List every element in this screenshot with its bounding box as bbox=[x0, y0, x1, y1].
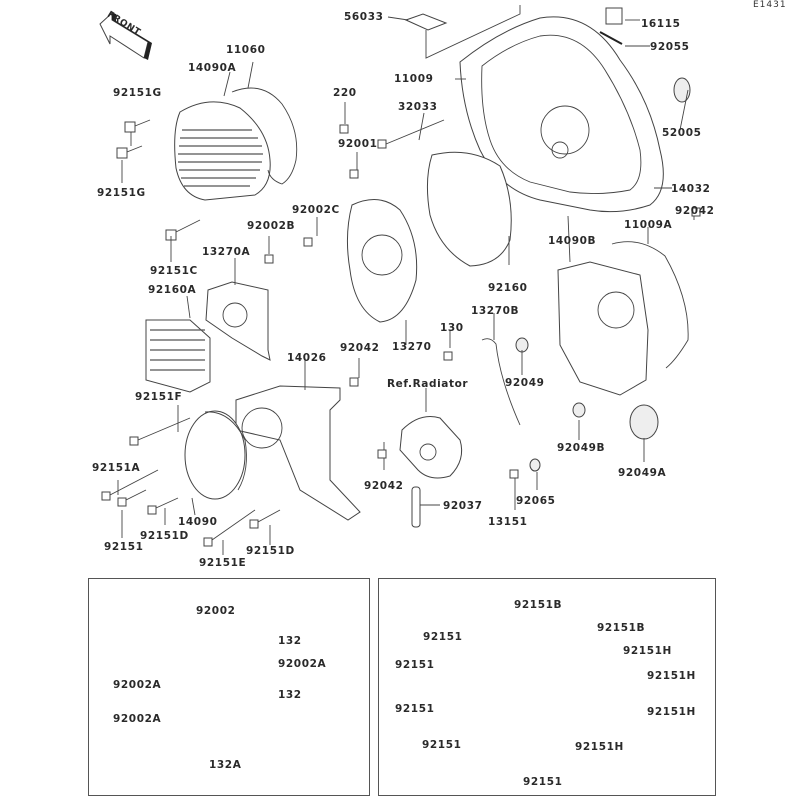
leader-lines bbox=[117, 5, 695, 555]
gasket-part bbox=[231, 87, 298, 185]
part-label-92151G[interactable]: 92151G bbox=[113, 87, 162, 99]
part-label-92151H[interactable]: 92151H bbox=[647, 670, 696, 682]
clutch-cover-part bbox=[459, 16, 664, 213]
part-label-220[interactable]: 220 bbox=[333, 87, 357, 99]
part-label-92151H[interactable]: 92151H bbox=[575, 741, 624, 753]
washer-part bbox=[529, 458, 541, 472]
part-label-13270A[interactable]: 13270A bbox=[202, 246, 251, 258]
oil-filler-cap-part bbox=[605, 7, 623, 25]
part-label-92151C[interactable]: 92151C bbox=[150, 265, 198, 277]
part-label-92002A[interactable]: 92002A bbox=[113, 679, 162, 691]
sprocket-cover-part bbox=[235, 385, 361, 521]
part-label-92151[interactable]: 92151 bbox=[422, 739, 462, 751]
part-label-92002[interactable]: 92002 bbox=[196, 605, 236, 617]
part-label-92151D[interactable]: 92151D bbox=[246, 545, 295, 557]
part-label-92151H[interactable]: 92151H bbox=[647, 706, 696, 718]
part-label-92151B[interactable]: 92151B bbox=[514, 599, 563, 611]
water-pump-part bbox=[399, 416, 463, 479]
part-label-92151G[interactable]: 92151G bbox=[97, 187, 146, 199]
part-label-13151[interactable]: 13151 bbox=[488, 516, 528, 528]
part-label-14090A[interactable]: 14090A bbox=[188, 62, 237, 74]
plate-part bbox=[426, 151, 512, 267]
part-label-11009A[interactable]: 11009A bbox=[624, 219, 673, 231]
oil-seal-part bbox=[629, 404, 659, 440]
part-label-92042[interactable]: 92042 bbox=[340, 342, 380, 354]
part-label-92037[interactable]: 92037 bbox=[443, 500, 483, 512]
part-label-92065[interactable]: 92065 bbox=[516, 495, 556, 507]
part-label-92042[interactable]: 92042 bbox=[675, 205, 715, 217]
part-label-32033[interactable]: 32033 bbox=[398, 101, 438, 113]
reference-label-radiator[interactable]: Ref.Radiator bbox=[387, 378, 469, 390]
part-label-132[interactable]: 132 bbox=[278, 689, 302, 701]
part-label-16115[interactable]: 16115 bbox=[641, 18, 681, 30]
label-sticker-part bbox=[404, 13, 448, 31]
part-label-52005[interactable]: 52005 bbox=[662, 127, 702, 139]
part-label-92042[interactable]: 92042 bbox=[364, 480, 404, 492]
part-label-92160A[interactable]: 92160A bbox=[148, 284, 197, 296]
part-label-92002A[interactable]: 92002A bbox=[113, 713, 162, 725]
gasket-part bbox=[611, 241, 689, 369]
bracket-part bbox=[481, 338, 521, 426]
part-label-14090B[interactable]: 14090B bbox=[548, 235, 597, 247]
part-label-92049A[interactable]: 92049A bbox=[618, 467, 667, 479]
part-label-14026[interactable]: 14026 bbox=[287, 352, 327, 364]
front-arrow-icon bbox=[99, 11, 152, 60]
plate-part bbox=[205, 281, 271, 361]
heatsink-part bbox=[145, 319, 211, 393]
part-label-56033[interactable]: 56033 bbox=[344, 11, 384, 23]
drum-cover-part bbox=[184, 410, 247, 500]
side-cover-part bbox=[557, 261, 649, 396]
inset-clutch-cover-bolts: 92151B 92151B 92151 92151H 92151 92151H … bbox=[378, 578, 716, 796]
bolt-part bbox=[101, 119, 701, 547]
oil-seal-part bbox=[515, 337, 529, 353]
part-label-92049B[interactable]: 92049B bbox=[557, 442, 606, 454]
part-label-92002C[interactable]: 92002C bbox=[292, 204, 340, 216]
part-label-11060[interactable]: 11060 bbox=[226, 44, 266, 56]
part-label-92151F[interactable]: 92151F bbox=[135, 391, 183, 403]
bolt-part bbox=[116, 119, 201, 241]
part-label-11009[interactable]: 11009 bbox=[394, 73, 434, 85]
part-label-14090[interactable]: 14090 bbox=[178, 516, 218, 528]
part-label-130[interactable]: 130 bbox=[440, 322, 464, 334]
part-label-132A[interactable]: 132A bbox=[209, 759, 242, 771]
part-label-92055[interactable]: 92055 bbox=[650, 41, 690, 53]
part-label-92151[interactable]: 92151 bbox=[104, 541, 144, 553]
part-label-14032[interactable]: 14032 bbox=[671, 183, 711, 195]
part-label-92151H[interactable]: 92151H bbox=[623, 645, 672, 657]
diagram-code: E1431 bbox=[753, 0, 787, 10]
part-label-92151[interactable]: 92151 bbox=[395, 703, 435, 715]
part-label-92002B[interactable]: 92002B bbox=[247, 220, 296, 232]
part-label-132[interactable]: 132 bbox=[278, 635, 302, 647]
part-label-92160[interactable]: 92160 bbox=[488, 282, 528, 294]
oring-part bbox=[599, 31, 623, 45]
part-label-92151[interactable]: 92151 bbox=[395, 659, 435, 671]
part-label-92151E[interactable]: 92151E bbox=[199, 557, 247, 569]
part-label-92151B[interactable]: 92151B bbox=[597, 622, 646, 634]
oil-seal-part bbox=[673, 77, 691, 103]
pin-part bbox=[411, 486, 421, 528]
part-label-92002A[interactable]: 92002A bbox=[278, 658, 327, 670]
part-label-13270[interactable]: 13270 bbox=[392, 341, 432, 353]
part-label-13270B[interactable]: 13270B bbox=[471, 305, 520, 317]
part-label-92049[interactable]: 92049 bbox=[505, 377, 545, 389]
part-label-92151D[interactable]: 92151D bbox=[140, 530, 189, 542]
oil-seal-part bbox=[572, 402, 586, 418]
part-label-92151[interactable]: 92151 bbox=[523, 776, 563, 788]
part-label-92001[interactable]: 92001 bbox=[338, 138, 378, 150]
plate-part bbox=[346, 199, 418, 323]
part-label-92151A[interactable]: 92151A bbox=[92, 462, 141, 474]
inset-oil-pump-cover: 92002 132 92002A 132 92002A 92002A 132A bbox=[88, 578, 370, 796]
part-label-92151[interactable]: 92151 bbox=[423, 631, 463, 643]
generator-cover-part bbox=[174, 101, 271, 201]
